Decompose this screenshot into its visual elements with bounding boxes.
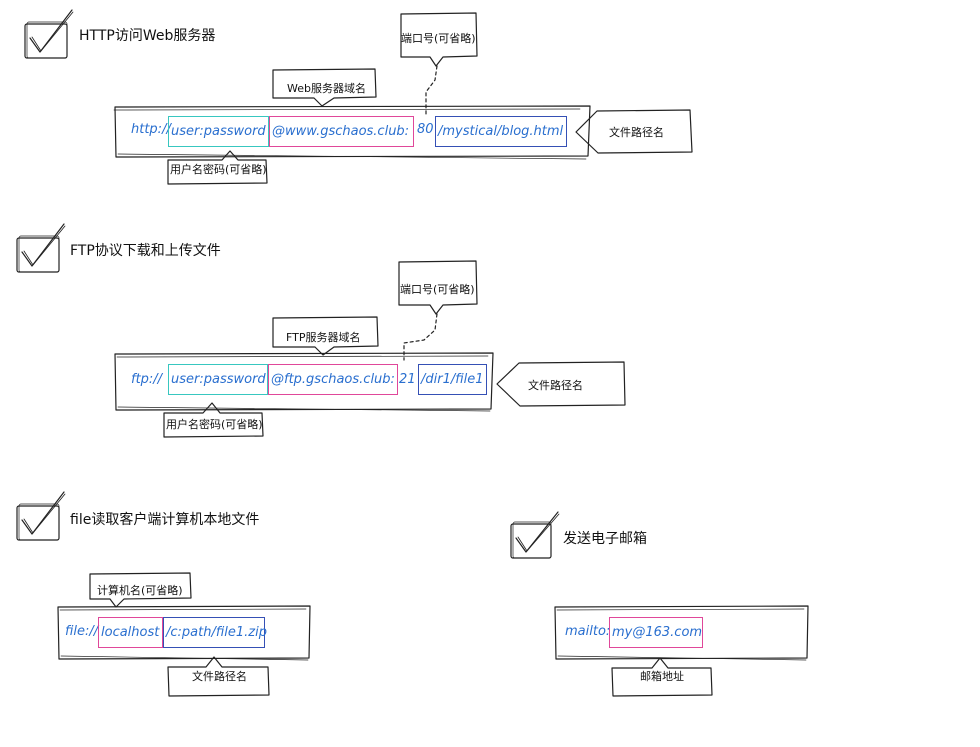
host-callout: 计算机名(可省略) — [97, 584, 183, 597]
url-path: /dir1/file1 — [421, 372, 484, 387]
path-callout: 文件路径名 — [528, 379, 583, 392]
url-host-segment: localhost — [98, 617, 163, 648]
path-callout: 文件路径名 — [609, 126, 664, 139]
url-auth: user:password — [171, 124, 266, 139]
section-title-http: HTTP访问Web服务器 — [79, 28, 216, 44]
url-path: /c:path/file1.zip — [166, 625, 267, 640]
check-icon — [24, 9, 74, 59]
section-title-file: file读取客户端计算机本地文件 — [70, 512, 260, 528]
url-path-segment: /dir1/file1 — [418, 364, 487, 395]
check-icon — [16, 223, 66, 273]
url-auth-segment: user:password — [168, 116, 269, 147]
url-path-segment: /c:path/file1.zip — [163, 617, 267, 648]
check-icon — [510, 511, 560, 559]
host-callout: FTP服务器域名 — [286, 331, 361, 344]
auth-callout: 用户名密码(可省略) — [170, 163, 267, 176]
url-scheme: mailto: — [565, 624, 611, 639]
mail-address: my@163.com — [612, 625, 703, 640]
section-title-mail: 发送电子邮箱 — [563, 531, 647, 547]
mail-address-segment: my@163.com — [609, 617, 703, 648]
url-scheme: http:// — [131, 122, 171, 137]
url-auth-segment: user:password — [168, 364, 268, 395]
auth-callout: 用户名密码(可省略) — [166, 418, 263, 431]
url-host: @ftp.gschaos.club: 21 — [271, 372, 416, 387]
host-callout: Web服务器域名 — [287, 82, 366, 95]
url-host: localhost — [101, 625, 160, 640]
section-title-ftp: FTP协议下载和上传文件 — [70, 243, 221, 259]
url-path: /mystical/blog.html — [438, 124, 564, 139]
url-auth: user:password — [171, 372, 266, 387]
url-host-segment: @www.gschaos.club: — [269, 116, 414, 147]
port-callout: 端口号(可省略) — [400, 283, 475, 296]
path-callout: 文件路径名 — [192, 670, 247, 683]
url-scheme: ftp:// — [131, 372, 163, 387]
url-path-segment: /mystical/blog.html — [435, 116, 567, 147]
url-scheme: file:// — [65, 624, 99, 639]
url-port: 80 — [417, 122, 434, 137]
address-callout: 邮箱地址 — [640, 670, 684, 683]
url-host: @www.gschaos.club: — [272, 124, 410, 139]
port-callout: 端口号(可省略) — [401, 32, 476, 45]
url-host-segment: @ftp.gschaos.club: 21 — [268, 364, 416, 395]
check-icon — [16, 491, 66, 541]
